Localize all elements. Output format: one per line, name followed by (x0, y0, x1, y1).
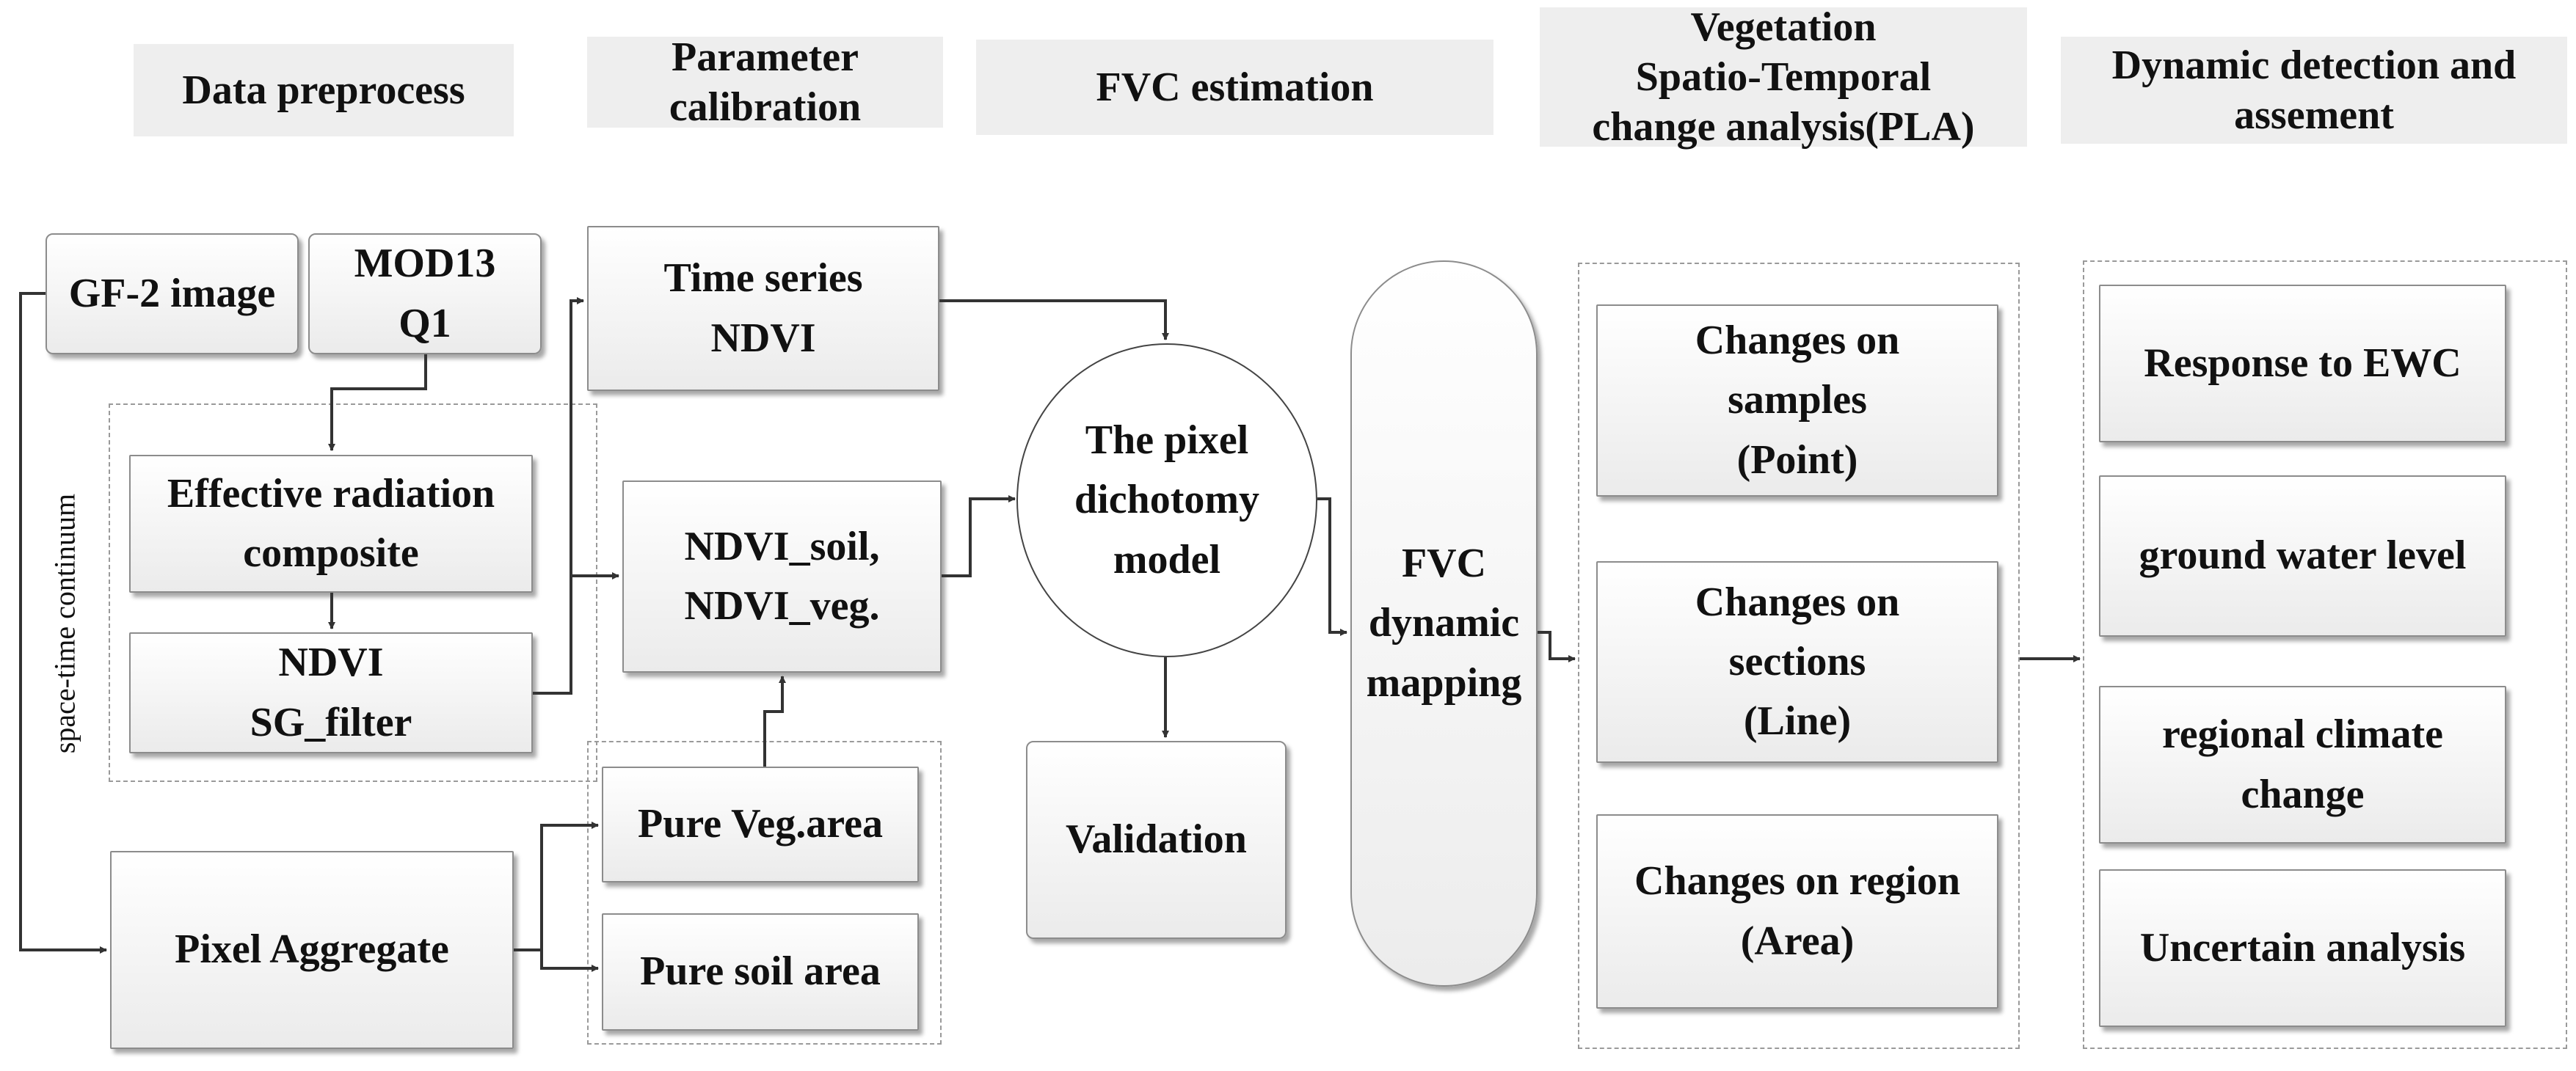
arrow-ndvi-sg-to-time-series (533, 297, 584, 695)
uncertain-analysis-node: Uncertain analysis (2099, 869, 2506, 1027)
changes-on-sections-node: Changes on sections (Line) (1596, 561, 1998, 763)
fvc-dynamic-mapping-node: FVC dynamic mapping (1350, 260, 1538, 987)
arrow-aggregate-to-pure-veg (514, 822, 599, 951)
change-analysis-group (1578, 263, 2020, 1049)
pure-soil-area-node: Pure soil area (602, 913, 919, 1031)
pixel-dichotomy-model-node: The pixel dichotomy model (1016, 343, 1317, 657)
arrow-gf2-to-pixel-aggregate (19, 292, 107, 954)
ndvi-soil-veg-node: NDVI_soil, NDVI_veg. (622, 480, 942, 673)
header-fvc-estimation: FVC estimation (976, 40, 1493, 135)
header-parameter-calibration: Parameter calibration (587, 34, 943, 130)
regional-climate-change-node: regional climate change (2099, 686, 2506, 844)
arrow-aggregate-to-pure-soil (540, 950, 599, 972)
header-data-preprocess: Data preprocess (134, 44, 514, 136)
response-to-ewc-node: Response to EWC (2099, 285, 2506, 442)
arrow-mod13-to-effective (328, 354, 427, 451)
ndvi-sg-filter-node: NDVI SG_filter (129, 632, 533, 753)
changes-on-region-node: Changes on region (Area) (1596, 814, 1998, 1009)
header-dynamic-detection: Dynamic detection and assement (2061, 37, 2567, 144)
arrow-ndvi-soil-veg-to-pixel-model (942, 495, 1016, 577)
mod13q1-node: MOD13 Q1 (308, 233, 542, 354)
pure-veg-area-node: Pure Veg.area (602, 767, 919, 882)
validation-node: Validation (1026, 741, 1287, 939)
gf2-image-node: GF-2 image (46, 233, 299, 354)
arrow-time-series-to-pixel-model (939, 299, 1169, 340)
dynamic-detection-group (2083, 260, 2567, 1049)
pixel-aggregate-node: Pixel Aggregate (110, 851, 514, 1049)
time-series-ndvi-node: Time series NDVI (587, 226, 939, 391)
header-vegetation-change-analysis: Vegetation Spatio-Temporal change analys… (1540, 4, 2027, 150)
preprocess-group (109, 403, 597, 782)
changes-on-samples-node: Changes on samples (Point) (1596, 304, 1998, 497)
ground-water-level-node: ground water level (2099, 475, 2506, 637)
arrow-pixel-model-to-fvc-mapping (1317, 497, 1347, 636)
arrow-fvc-mapping-to-change-analysis (1538, 631, 1576, 662)
effective-radiation-node: Effective radiation composite (129, 455, 533, 593)
arrow-pure-veg-to-ndvi-soil-veg (763, 676, 786, 767)
